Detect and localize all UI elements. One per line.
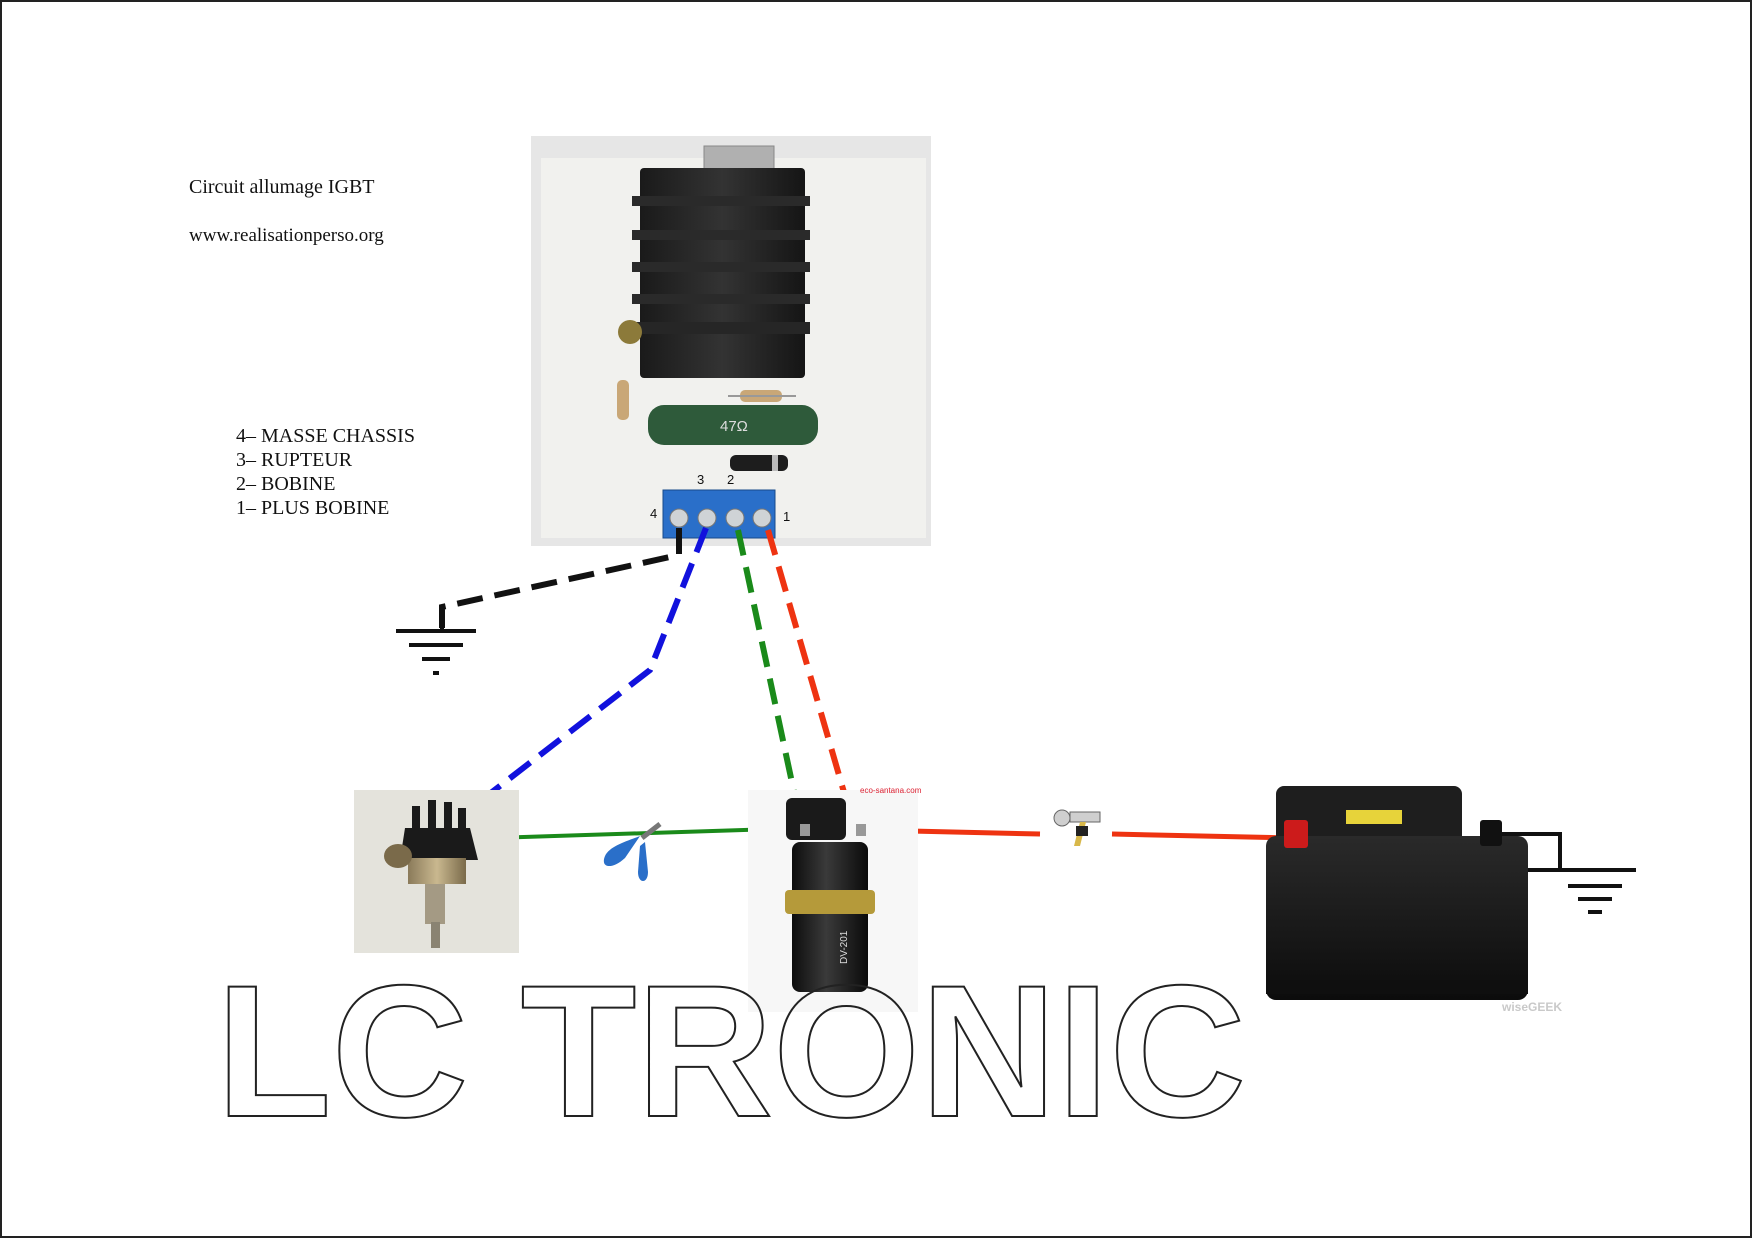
ignition-key-icon: [1053, 809, 1101, 846]
brand-logo-text: LC TRONIC: [216, 946, 1246, 1156]
diagram-title: Circuit allumage IGBT: [189, 176, 375, 198]
battery-negative-terminal: [1480, 820, 1502, 846]
coil-part-label: DV-201: [839, 930, 850, 964]
legend-item-plus-bobine: 1– PLUS BOBINE: [236, 497, 390, 519]
ground-symbol-battery: [1520, 868, 1636, 914]
battery-positive-terminal: [1284, 820, 1308, 848]
diode: [730, 455, 788, 471]
terminal-legend: 4– MASSE CHASSIS 3– RUPTEUR 2– BOBINE 1–…: [236, 424, 415, 520]
battery-photo: wiseGEEK: [1266, 786, 1562, 1014]
resistor-value: 47Ω: [720, 418, 748, 435]
coil-source-mark: eco-santana.com: [860, 786, 922, 795]
ignition-coil-photo: eco-santana.com DV-201: [748, 786, 922, 1012]
terminal-label-4: 4: [650, 506, 657, 521]
terminal-label-1: 1: [783, 509, 790, 524]
battery-watermark: wiseGEEK: [1501, 1000, 1562, 1014]
wire-ignition-battery: [1111, 831, 1293, 841]
igbt-module-photo: 47Ω 4 3 2 1: [531, 136, 931, 546]
wire-plus-bobine: [765, 529, 855, 821]
capacitor: [618, 320, 642, 344]
pliers-icon: [603, 822, 662, 881]
wire-rupteur: [428, 526, 709, 843]
resistor-small-left: [617, 380, 629, 420]
legend-item-rupteur: 3– RUPTEUR: [236, 449, 353, 471]
wire-bobine: [735, 529, 803, 821]
distributor-photo: [354, 790, 519, 953]
wire-battery-ground: [1494, 832, 1562, 870]
legend-item-bobine: 2– BOBINE: [236, 473, 336, 495]
heatsink: [632, 168, 810, 378]
legend-item-masse-chassis: 4– MASSE CHASSIS: [236, 425, 415, 447]
website-url: www.realisationperso.org: [189, 225, 384, 246]
power-resistor: [648, 405, 818, 445]
terminal-label-2: 2: [727, 472, 734, 487]
ground-symbol-chassis: [396, 607, 476, 675]
terminal-label-3: 3: [697, 472, 704, 487]
